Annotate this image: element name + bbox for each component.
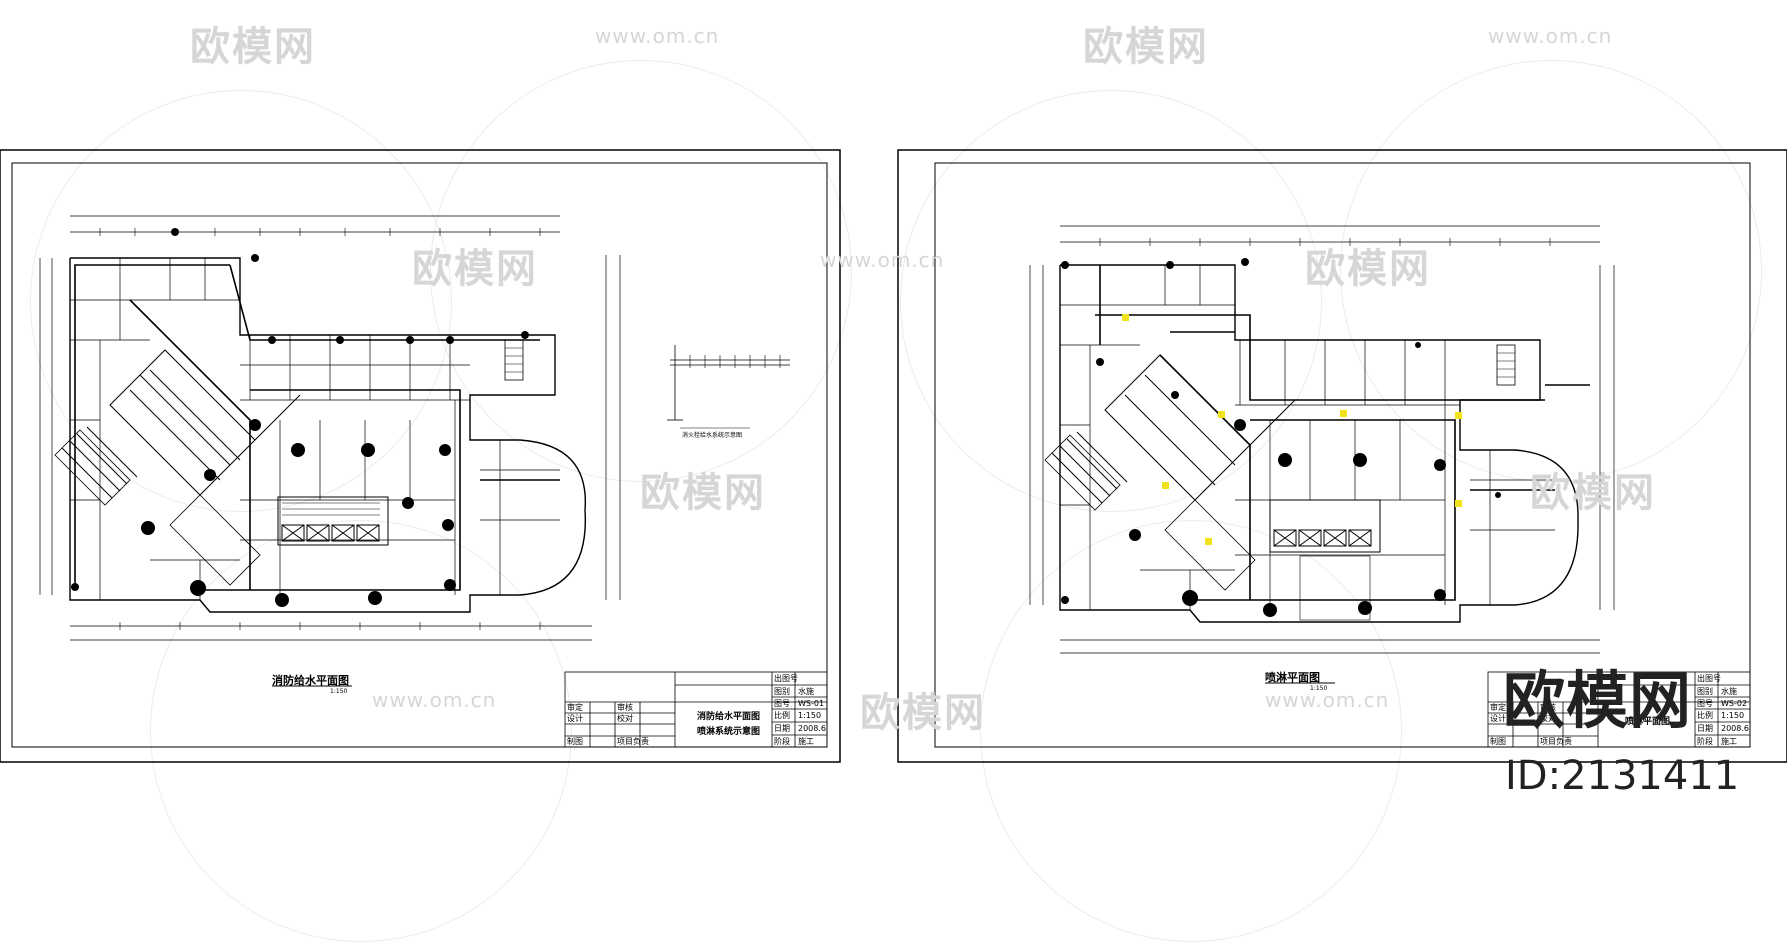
sheet-1-piping [74, 264, 560, 591]
titleblock-label: 设计 [1490, 714, 1506, 723]
sheet-1-hydrants [71, 228, 529, 607]
sheet-1-building-outline [69, 257, 587, 613]
sheet-1-interior-walls [70, 258, 560, 600]
watermark-url: www.om.cn [820, 248, 945, 272]
sheet-2-building-outline [1059, 264, 1579, 623]
sheet-2-outer-border [897, 149, 1787, 763]
sheet-1 [0, 149, 841, 763]
sheet-2-title: 喷淋平面图 [1265, 671, 1320, 684]
sheet-1-outer-border [0, 149, 841, 763]
watermark-brand: 欧模网 [1083, 24, 1209, 70]
sheet-2-titleblock [1487, 671, 1751, 748]
watermark-ring [900, 90, 1322, 512]
titleblock-right-label: 出图号 [774, 674, 798, 683]
titleblock-right-label: 图号 [1697, 699, 1713, 708]
titleblock-right-label: 阶段 [1697, 737, 1713, 746]
titleblock-right-value: WS-02 [1721, 699, 1748, 708]
watermark-brand: 欧模网 [190, 24, 316, 70]
watermark-url: www.om.cn [1488, 24, 1613, 48]
watermark-ring [1340, 60, 1762, 482]
sheet-1-drawing-name-1: 消防给水平面图 [697, 712, 761, 722]
titleblock-right-value: 2008.6 [1721, 724, 1749, 733]
watermark-url: www.om.cn [1265, 688, 1390, 712]
plan-drawing [0, 149, 1787, 763]
titleblock-right-label: 出图号 [1697, 674, 1721, 683]
brand-overlay-name: 欧模网 [1503, 664, 1693, 737]
titleblock-label: 审定 [1490, 703, 1506, 712]
sheet-2 [897, 149, 1787, 763]
watermark-ring [430, 60, 852, 482]
sheet-1-riser-caption: 消火栓给水系统示意图 [682, 432, 743, 439]
titleblock-label: 项目负责 [1540, 737, 1572, 746]
titleblock-right-label: 比例 [774, 711, 790, 720]
titleblock-right-value: 1:150 [1721, 711, 1745, 720]
titleblock-right-value: 施工 [798, 737, 814, 746]
watermark-brand: 欧模网 [1530, 470, 1656, 516]
sheet-1-title: 消防给水平面图 [272, 674, 349, 687]
sheet-1-diagonal-wing [54, 349, 301, 586]
sheet-1-riser-diagram [667, 345, 790, 429]
titleblock-label: 制图 [1490, 737, 1506, 746]
watermark-brand: 欧模网 [860, 690, 986, 736]
titleblock-right-label: 图号 [774, 699, 790, 708]
titleblock-right-label: 图别 [774, 687, 790, 696]
sheet-2-drawing-name-1: 喷淋平面图 [1625, 717, 1671, 727]
brand-overlay-id: ID:2131411 [1505, 753, 1740, 799]
titleblock-label: 制图 [567, 737, 583, 746]
titleblock-right-value: 2008.6 [798, 724, 826, 733]
watermark-brand: 欧模网 [412, 246, 538, 292]
sheet-1-scale: 1:150 [330, 688, 348, 695]
watermark-brand: 欧模网 [640, 470, 766, 516]
titleblock-label: 项目负责 [617, 737, 649, 746]
titleblock-right-label: 图别 [1697, 687, 1713, 696]
sheet-2-sprinkler-heads [1061, 258, 1501, 617]
titleblock-label: 设计 [567, 714, 583, 723]
titleblock-right-value: 水施 [1721, 687, 1737, 696]
sheet-1-drawing-name-2: 喷淋系统示意图 [697, 727, 761, 737]
titleblock-label: 审核 [1540, 703, 1556, 712]
titleblock-right-value: 水施 [798, 687, 814, 696]
watermark-url: www.om.cn [372, 688, 497, 712]
sheet-2-sprinkler-marks [1122, 314, 1462, 545]
sheet-2-scale: 1:150 [1310, 685, 1328, 692]
titleblock-label: 校对 [1540, 714, 1556, 723]
titleblock-right-label: 日期 [1697, 724, 1713, 733]
watermark-brand: 欧模网 [1305, 246, 1431, 292]
titleblock-label: 校对 [617, 714, 633, 723]
titleblock-right-label: 比例 [1697, 711, 1713, 720]
titleblock-label: 审核 [617, 703, 633, 712]
titleblock-right-value: WS-01 [798, 699, 825, 708]
titleblock-right-value: 施工 [1721, 737, 1737, 746]
sheet-1-dimension-lines [39, 215, 621, 641]
sheet-1-inner-border [11, 162, 828, 748]
sheet-2-dimension-lines [1029, 225, 1615, 654]
cad-drawing-canvas: 欧模网 www.om.cn 欧模网 www.om.cn 欧模网 www.om.c… [0, 24, 1787, 942]
watermark-url: www.om.cn [595, 24, 720, 48]
sheet-1-core [277, 339, 524, 546]
titleblock-right-value: 1:150 [798, 711, 822, 720]
sheet-2-inner-border [934, 162, 1751, 748]
sheet-2-interior-walls [1060, 265, 1555, 621]
sheet-2-core [1269, 344, 1516, 553]
titleblock-right-label: 阶段 [774, 737, 790, 746]
titleblock-label: 审定 [567, 703, 583, 712]
sheet-2-sprinkler-piping [1095, 265, 1590, 601]
sheet-1-titleblock [564, 671, 828, 748]
titleblock-right-label: 日期 [774, 724, 790, 733]
